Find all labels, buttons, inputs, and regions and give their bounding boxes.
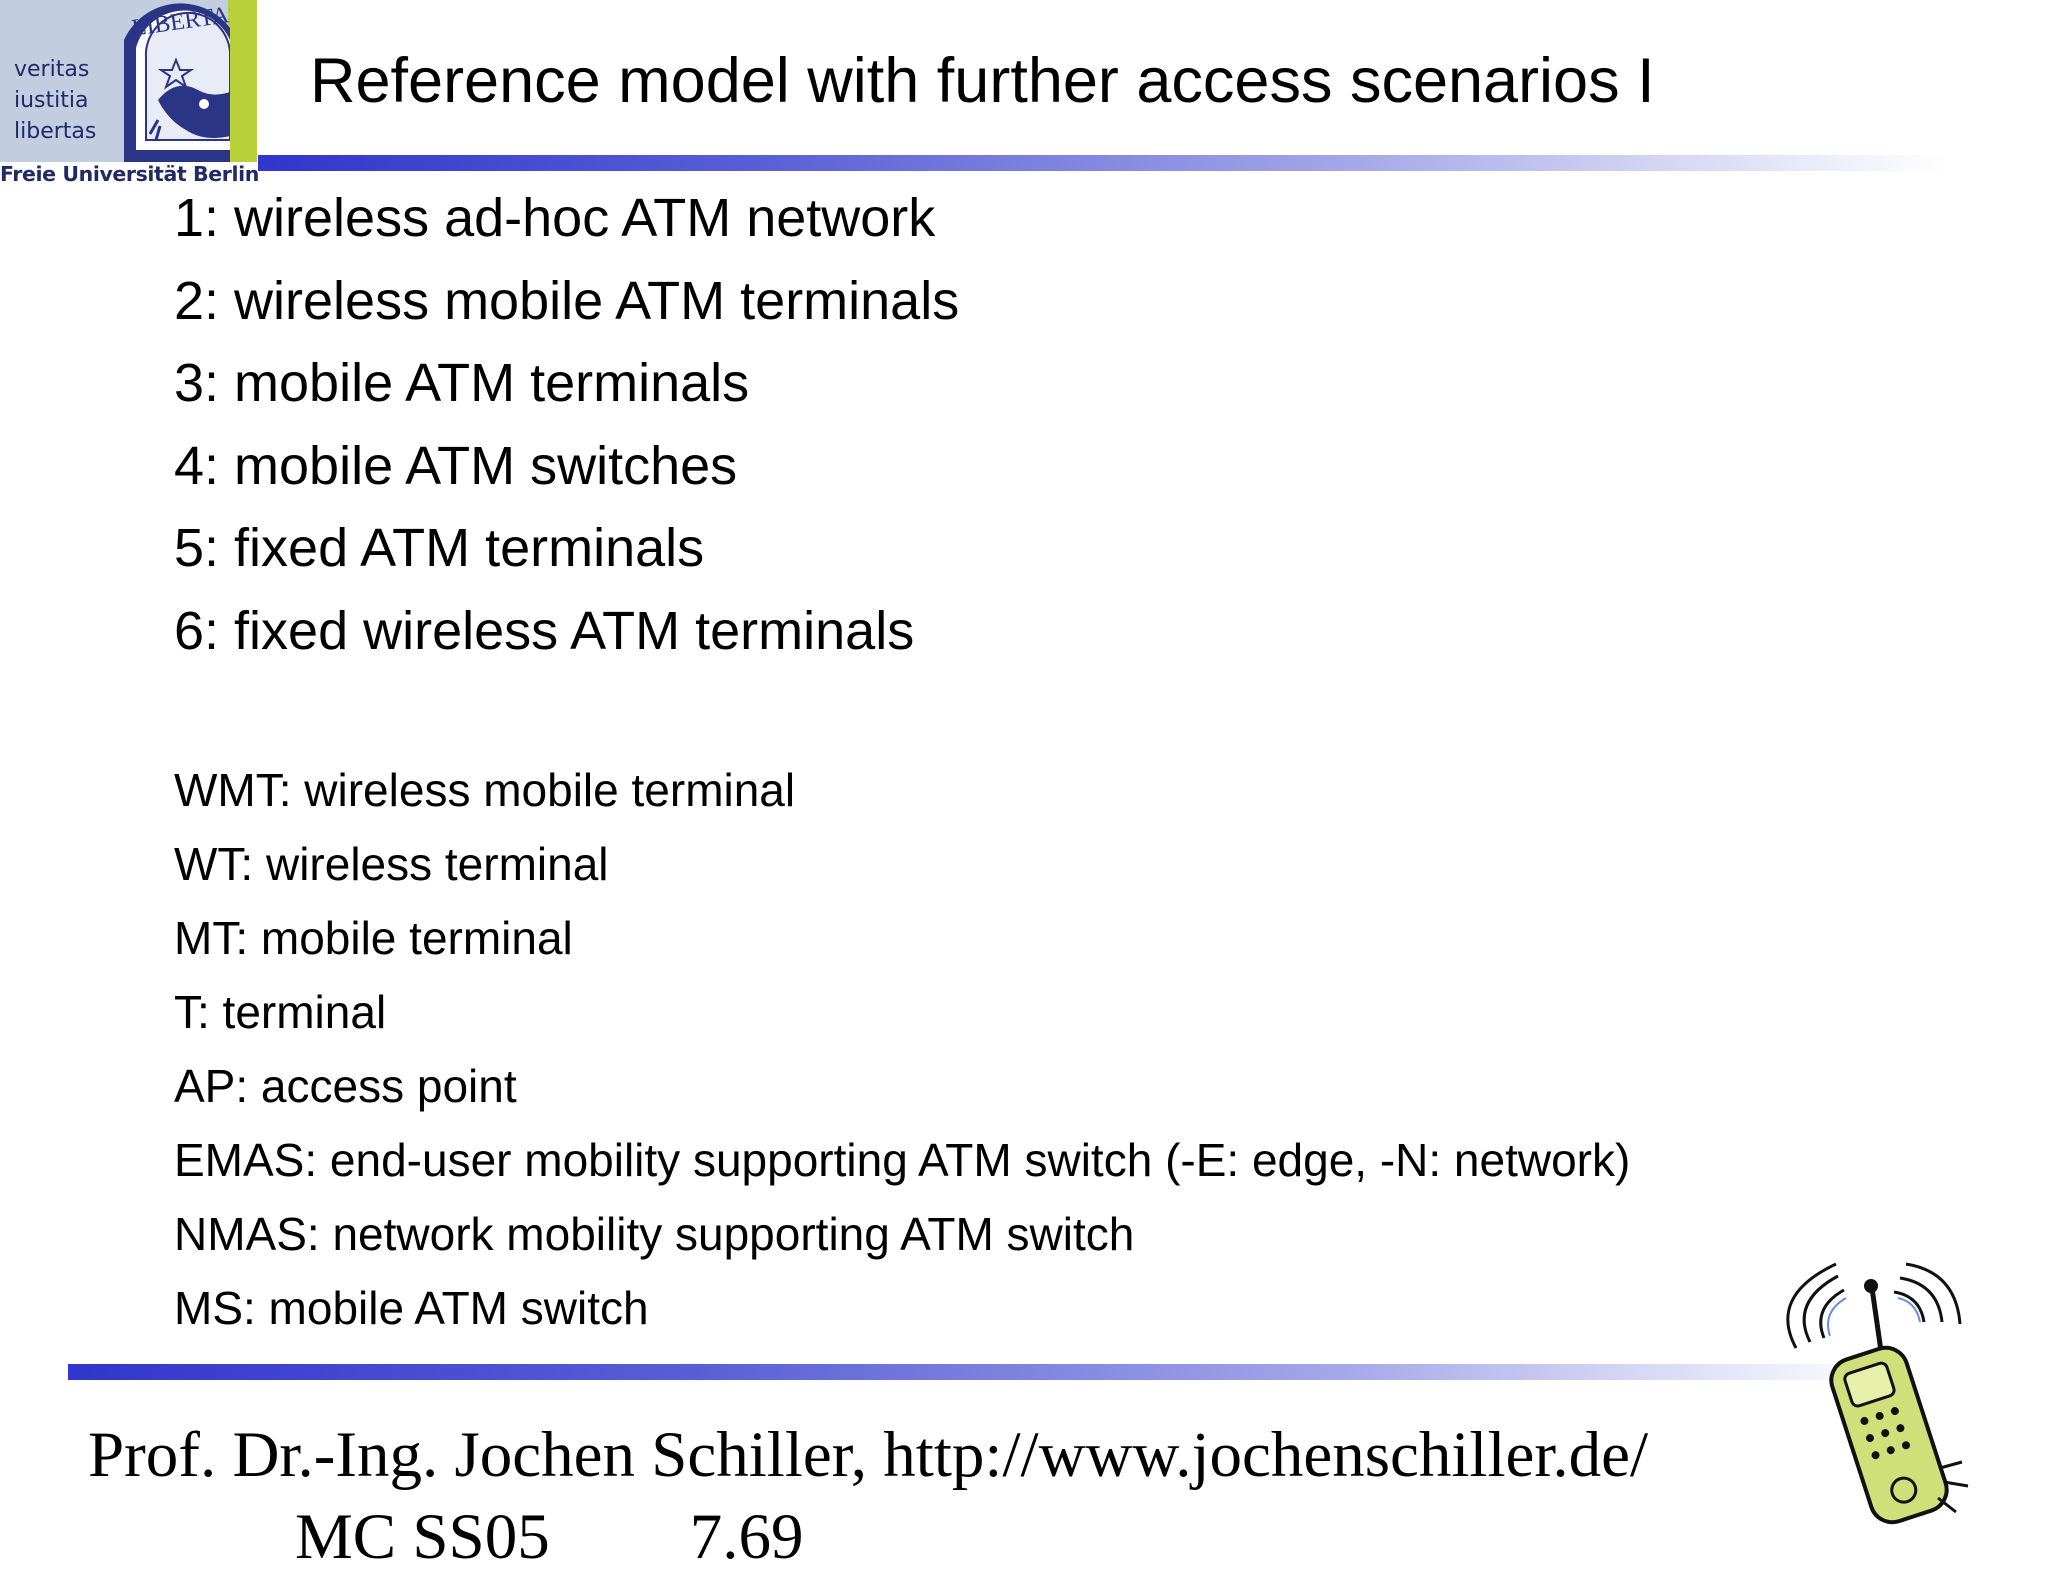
motto-line: libertas [14,119,97,144]
list-item: MT: mobile terminal [174,912,573,964]
mobile-phone-signal-icon [1786,1262,1969,1525]
logo-motto: veritas iustitia libertas [14,54,96,147]
list-item: T: terminal [174,986,387,1038]
footer-course-line: MC SS05 7.69 [295,1500,803,1575]
footer-course: MC SS05 [295,1501,550,1573]
page-title: Reference model with further access scen… [310,46,1655,116]
list-item: 2: wireless mobile ATM terminals [174,271,960,331]
list-item: 6: fixed wireless ATM terminals [174,601,915,661]
list-item: AP: access point [174,1060,517,1112]
logo-green-stripe [228,0,257,162]
page-number: 7.69 [689,1501,804,1573]
university-logo: veritas iustitia libertas LIBERTAS Freie… [0,0,259,188]
title-divider [258,155,1948,171]
motto-line: iustitia [14,88,89,113]
list-item: EMAS: end-user mobility supporting ATM s… [174,1134,1631,1186]
list-item: 3: mobile ATM terminals [174,353,750,413]
university-name: Freie Universität Berlin [0,162,259,186]
list-item: MS: mobile ATM switch [174,1282,649,1334]
list-item: 4: mobile ATM switches [174,436,738,496]
list-item: NMAS: network mobility supporting ATM sw… [174,1208,1135,1260]
university-seal-icon: LIBERTAS [124,0,230,162]
footer-author: Prof. Dr.-Ing. Jochen Schiller, http://w… [88,1419,1649,1491]
footer-divider [68,1364,1888,1380]
list-item: 1: wireless ad-hoc ATM network [174,188,936,248]
list-item: WMT: wireless mobile terminal [174,764,796,816]
list-item: 5: fixed ATM terminals [174,518,705,578]
motto-line: veritas [14,57,90,82]
list-item: WT: wireless terminal [174,838,609,890]
